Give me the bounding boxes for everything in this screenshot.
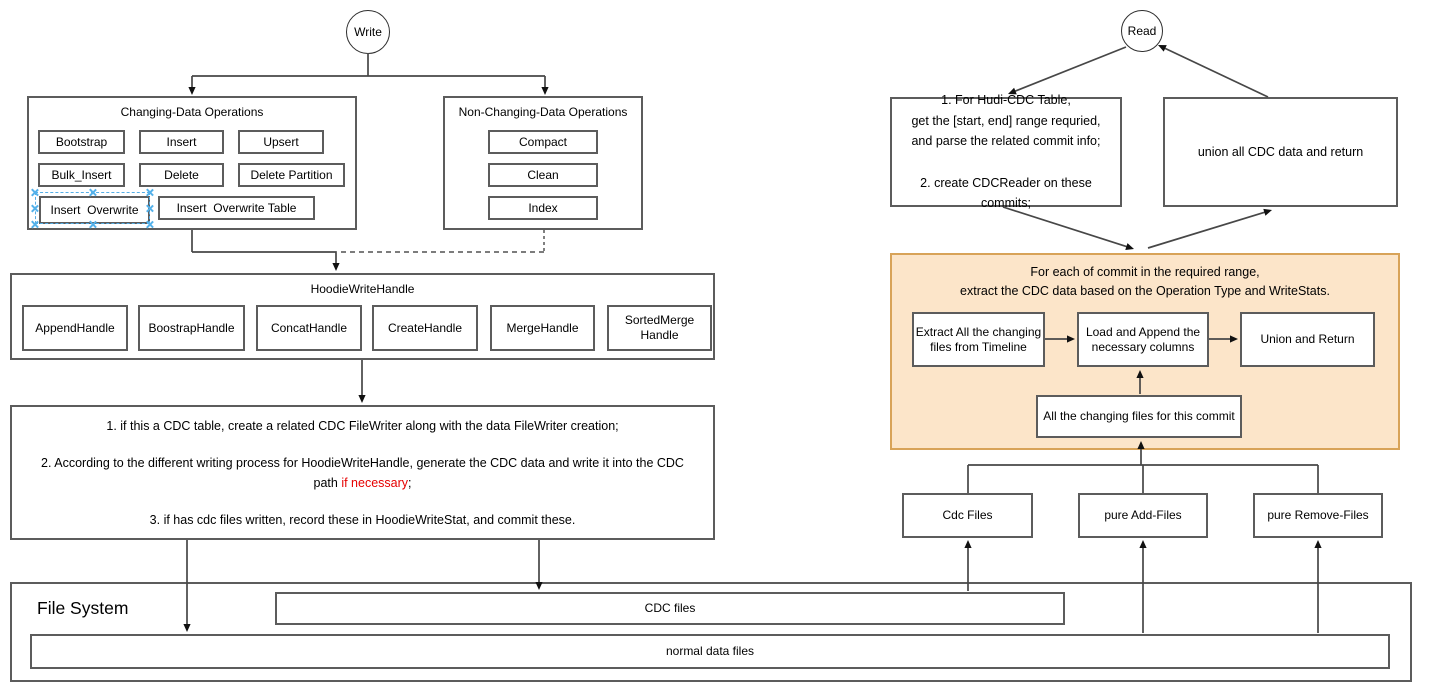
write-start-label: Write — [354, 25, 382, 39]
op-insert-overwrite[interactable]: Insert Overwrite — [39, 196, 150, 224]
union-return-label: union all CDC data and return — [1197, 145, 1364, 159]
handle-append[interactable]: AppendHandle — [22, 305, 128, 351]
op-index[interactable]: Index — [488, 196, 598, 220]
op-insert-overwrite-table-label: Insert Overwrite Table — [176, 200, 297, 215]
write-step-3: 3. if has cdc files written, record thes… — [149, 512, 576, 527]
op-delete-label: Delete — [164, 167, 199, 182]
hoodie-write-handle-group[interactable]: HoodieWriteHandle — [10, 273, 715, 360]
op-clean[interactable]: Clean — [488, 163, 598, 187]
extract-changing-files-label: Extract All the changing files from Time… — [915, 324, 1045, 354]
non-changing-data-operations-group[interactable]: Non-Changing-Data Operations — [443, 96, 643, 230]
handle-merge[interactable]: MergeHandle — [490, 305, 595, 351]
changing-files-commit-label: All the changing files for this commit — [1043, 409, 1235, 423]
per-commit-title: For each of commit in the required range… — [892, 263, 1398, 301]
per-commit-title-line1: For each of commit in the required range… — [1030, 265, 1260, 279]
op-compact-label: Compact — [518, 134, 568, 149]
normal-data-files-box[interactable]: normal data files — [30, 634, 1390, 669]
read-start-label: Read — [1127, 24, 1157, 38]
write-step-1: 1. if this a CDC table, create a related… — [106, 418, 619, 433]
handle-concat-label: ConcatHandle — [270, 320, 348, 335]
cdc-files-group-label: Cdc Files — [942, 508, 993, 522]
non-changing-data-operations-title: Non-Changing-Data Operations — [458, 105, 628, 119]
op-delete[interactable]: Delete — [139, 163, 224, 187]
write-start-node[interactable]: Write — [346, 10, 390, 54]
pure-add-files-label: pure Add-Files — [1104, 508, 1182, 522]
changing-data-operations-title: Changing-Data Operations — [120, 105, 264, 119]
union-return-box[interactable]: union all CDC data and return — [1163, 97, 1398, 207]
write-step-2-line1: 2. According to the different writing pr… — [41, 455, 684, 470]
write-step-2-path: path — [313, 475, 342, 490]
changing-files-commit-box[interactable]: All the changing files for this commit — [1036, 395, 1242, 438]
pure-add-files-box[interactable]: pure Add-Files — [1078, 493, 1208, 538]
op-insert-overwrite-table[interactable]: Insert Overwrite Table — [158, 196, 315, 220]
load-append-columns-label: Load and Append the necessary columns — [1085, 324, 1204, 354]
op-compact[interactable]: Compact — [488, 130, 598, 154]
write-step-2: 2. According to the different writing pr… — [41, 453, 684, 493]
cdc-files-group-box[interactable]: Cdc Files — [902, 493, 1033, 538]
extract-changing-files-box[interactable]: Extract All the changing files from Time… — [912, 312, 1045, 367]
op-insert-overwrite-selected[interactable]: Insert Overwrite — [35, 192, 150, 224]
op-insert[interactable]: Insert — [139, 130, 224, 154]
cdc-write-steps-box[interactable]: 1. if this a CDC table, create a related… — [10, 405, 715, 540]
cdc-files-storage-box[interactable]: CDC files — [275, 592, 1065, 625]
write-step-2-if-necessary: if necessary — [341, 475, 409, 490]
handle-concat[interactable]: ConcatHandle — [256, 305, 362, 351]
op-upsert-label: Upsert — [263, 134, 299, 149]
handle-sorted-merge[interactable]: SortedMerge Handle — [607, 305, 712, 351]
hoodie-write-handle-title: HoodieWriteHandle — [310, 282, 415, 296]
load-append-columns-box[interactable]: Load and Append the necessary columns — [1077, 312, 1209, 367]
handle-boostrap[interactable]: BoostrapHandle — [138, 305, 245, 351]
pure-remove-files-label: pure Remove-Files — [1267, 508, 1369, 522]
union-and-return-label: Union and Return — [1260, 332, 1355, 346]
op-clean-label: Clean — [527, 167, 559, 182]
cdc-files-storage-label: CDC files — [644, 601, 696, 615]
per-commit-title-line2: extract the CDC data based on the Operat… — [960, 283, 1330, 298]
normal-data-files-label: normal data files — [665, 644, 755, 658]
op-delete-partition-label: Delete Partition — [250, 167, 333, 182]
op-bootstrap[interactable]: Bootstrap — [38, 130, 125, 154]
handle-append-label: AppendHandle — [35, 320, 115, 335]
pure-remove-files-box[interactable]: pure Remove-Files — [1253, 493, 1383, 538]
handle-boostrap-label: BoostrapHandle — [148, 320, 235, 335]
file-system-group[interactable]: File System — [10, 582, 1412, 682]
handle-create-label: CreateHandle — [387, 320, 463, 335]
handle-sorted-merge-label: SortedMerge Handle — [624, 313, 698, 342]
file-system-title: File System — [37, 598, 129, 618]
read-prepare-text: 1. For Hudi-CDC Table, get the [start, e… — [911, 93, 1101, 211]
handle-create[interactable]: CreateHandle — [372, 305, 478, 351]
op-bulk-insert[interactable]: Bulk_Insert — [38, 163, 125, 187]
read-prepare-box[interactable]: 1. For Hudi-CDC Table, get the [start, e… — [890, 93, 1122, 210]
union-and-return-box[interactable]: Union and Return — [1240, 312, 1375, 367]
op-insert-label: Insert — [166, 134, 197, 149]
op-upsert[interactable]: Upsert — [238, 130, 324, 154]
op-bulk-insert-label: Bulk_Insert — [51, 167, 112, 182]
op-insert-overwrite-label: Insert Overwrite — [50, 202, 139, 217]
read-start-node[interactable]: Read — [1121, 10, 1163, 52]
op-bootstrap-label: Bootstrap — [55, 134, 108, 149]
op-delete-partition[interactable]: Delete Partition — [238, 163, 345, 187]
handle-merge-label: MergeHandle — [506, 320, 579, 335]
op-index-label: Index — [528, 200, 558, 215]
write-step-2-semicolon: ; — [408, 475, 412, 490]
changing-data-operations-group[interactable]: Changing-Data Operations — [27, 96, 357, 230]
